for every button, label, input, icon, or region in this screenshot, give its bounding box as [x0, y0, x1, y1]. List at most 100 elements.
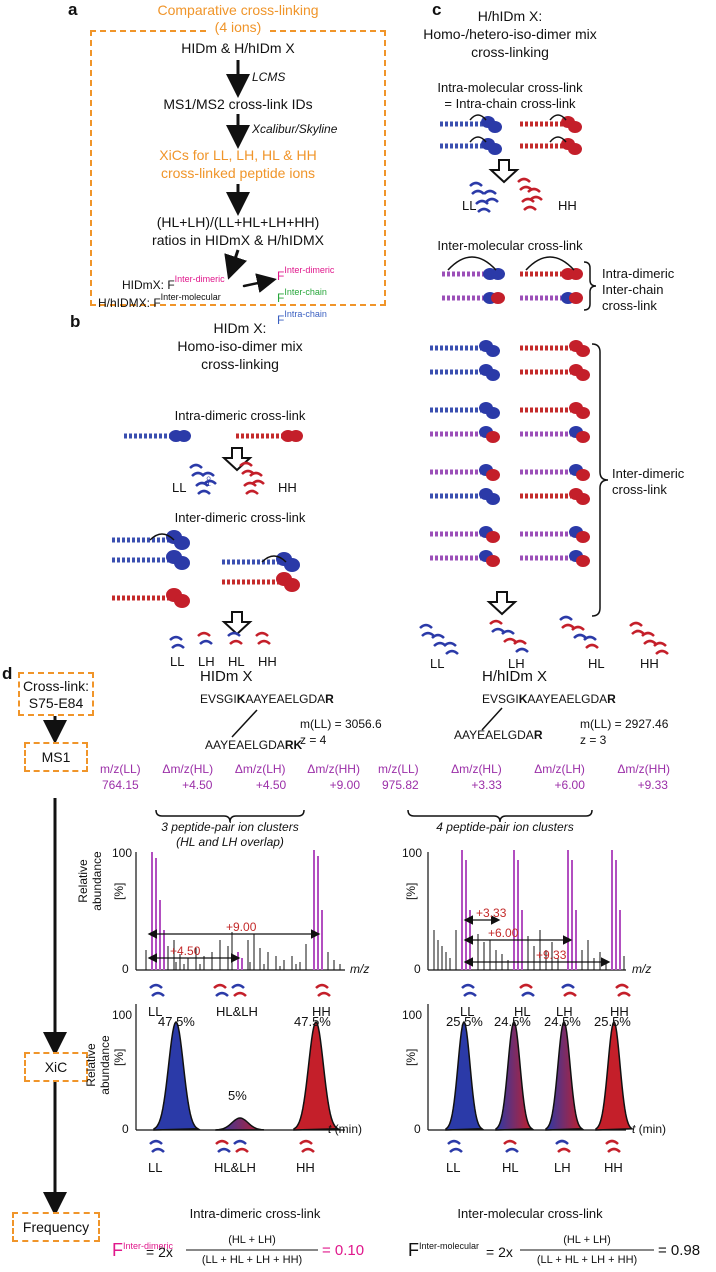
d-right-brace: [407, 809, 593, 823]
panel-b-intra-label: Intra-dimeric cross-link: [174, 408, 306, 423]
d-right-xic-lab-3: LH: [554, 1160, 571, 1175]
d-left-footer: Intra-dimeric cross-link: [189, 1206, 321, 1221]
panel-c-inter-dimeric-dimers: [430, 340, 590, 567]
d-left-xic-pct-1: 47.5%: [158, 1014, 195, 1029]
panel-c-inter-chain: [442, 256, 583, 304]
panel-b-title-1: HIDm X:: [213, 320, 267, 336]
d-right-formula-eq-sign: = 2x: [486, 1244, 513, 1260]
d-left-ms1-axes: [135, 852, 345, 971]
d-left-mz-headers: m/z(LL)Δm/z(HL)Δm/z(LH)Δm/z(HH): [100, 762, 360, 776]
pair-glyph: [299, 1139, 313, 1145]
panel-b-hh: HH: [278, 480, 297, 495]
d-right-xic-xlabel: t (min): [632, 1122, 667, 1136]
pair-glyph: [233, 1139, 247, 1145]
pair-glyph: [449, 1147, 463, 1153]
panel-c-intra-molecular: [440, 114, 582, 155]
d-right-mz-headers: m/z(LL)Δm/z(HL)Δm/z(LH)Δm/z(HH): [378, 762, 670, 776]
d-left-pep1: EVSGIKAAYEAELGDAR: [200, 692, 334, 706]
d-left-clusters: 3 peptide-pair ion clusters(HL and LH ov…: [161, 820, 299, 849]
d-right-ann1: +3.33: [476, 906, 507, 920]
panel-b-bottom-lh: LH: [198, 654, 215, 669]
panel-a-arrow5: [242, 273, 277, 293]
pair-glyph: [605, 1139, 619, 1145]
d-right-xic-pct-3: 24.5%: [544, 1014, 581, 1029]
pair-glyph: [505, 1147, 519, 1153]
pair-glyph: [421, 631, 435, 637]
pair-glyph: [527, 187, 541, 193]
panel-c-hh: HH: [558, 198, 577, 213]
d-left-xic-lab-1: LL: [148, 1160, 163, 1175]
panel-b-hollow-arrow1: [221, 447, 253, 472]
d-left-xic-peaks: [153, 1020, 341, 1131]
pair-glyph: [583, 635, 597, 641]
d-right-ms-xlabel: m/z: [632, 962, 652, 976]
d-right-clusters: 4 peptide-pair ion clusters: [436, 820, 574, 834]
pair-glyph: [523, 205, 537, 211]
panel-c-title-2: Homo-/hetero-iso-dimer mix: [423, 26, 597, 42]
xic-peak: [545, 1020, 585, 1131]
pair-glyph: [245, 489, 259, 495]
panel-b-ll: LL: [172, 480, 187, 495]
panel-b-letter: b: [70, 312, 81, 331]
xic-peak: [445, 1020, 485, 1131]
pair-glyph: [563, 991, 577, 997]
d-left-peptide-link: [231, 709, 258, 738]
pair-glyph: [213, 983, 227, 989]
pair-glyph: [149, 983, 163, 989]
panel-c-title-1: H/hIDm X:: [477, 8, 543, 24]
pair-glyph: [615, 983, 629, 989]
panel-c-bottom-hh: HH: [640, 656, 659, 671]
pair-glyph: [515, 647, 529, 653]
panel-b-title-3: cross-linking: [201, 356, 279, 372]
d-left-ms1-peaks: [145, 850, 341, 970]
pair-glyph: [503, 1139, 517, 1145]
d-right-pep1: EVSGIKAAYEAELGDAR: [482, 692, 616, 706]
panel-a-title: Comparative cross-linking: [90, 2, 386, 18]
panel-a-letter: a: [68, 0, 78, 19]
pair-glyph: [197, 631, 211, 637]
pair-glyph: [315, 983, 329, 989]
d-left-xic-pct-2: 5%: [228, 1088, 247, 1103]
pair-glyph: [503, 637, 517, 643]
panel-a-subtitle: (4 ions): [90, 19, 386, 35]
pair-glyph: [561, 623, 575, 629]
pair-glyph: [243, 481, 257, 487]
d-right-xic-y0: 0: [414, 1122, 421, 1136]
d-right-ms-lab-4: HH: [610, 1004, 629, 1019]
panel-b-bottom-ll: LL: [170, 654, 185, 669]
pair-glyph: [197, 489, 211, 495]
d-left-ann1: +9.00: [226, 920, 257, 934]
d-right-xic-lab-1: LL: [446, 1160, 461, 1175]
pair-glyph: [653, 641, 667, 647]
d-left-xic-y100: 100: [112, 1008, 133, 1022]
d-left-formula-num: (HL + LH): [228, 1234, 276, 1246]
panel-a-step1: HIDm & H/hIDm X: [181, 40, 295, 56]
pair-glyph: [195, 481, 209, 487]
panel-c-brace1: [583, 261, 597, 311]
d-right-ms-lab-1: LL: [460, 1004, 475, 1019]
d-left-ms-xlabel: m/z: [350, 962, 370, 976]
pair-glyph: [151, 1147, 165, 1153]
panel-a-step2: MS1/MS2 cross-link IDs: [163, 96, 313, 112]
pair-glyph: [229, 639, 243, 645]
d-right-peptide-link: [481, 707, 503, 731]
d-right-pep2: AAYEAELGDAR: [454, 728, 543, 742]
d-left-xic-unit: [%]: [112, 1048, 126, 1066]
pair-glyph: [443, 641, 457, 647]
pair-glyph: [607, 1147, 621, 1153]
pair-glyph: [491, 627, 505, 633]
d-left-ms-y100: 100: [112, 846, 133, 860]
d-right-mz-values: 975.82+3.33+6.00+9.33: [382, 778, 668, 792]
d-right-ann3: +9.33: [536, 948, 567, 962]
pair-glyph: [555, 1139, 569, 1145]
pair-glyph: [501, 629, 515, 635]
d-left-formula-res: = 0.10: [322, 1242, 365, 1259]
pair-glyph: [519, 983, 533, 989]
panel-a-step4-l2: ratios in HIDmX & H/hIDMX: [152, 232, 324, 248]
d-right-footer: Inter-molecular cross-link: [457, 1206, 603, 1221]
